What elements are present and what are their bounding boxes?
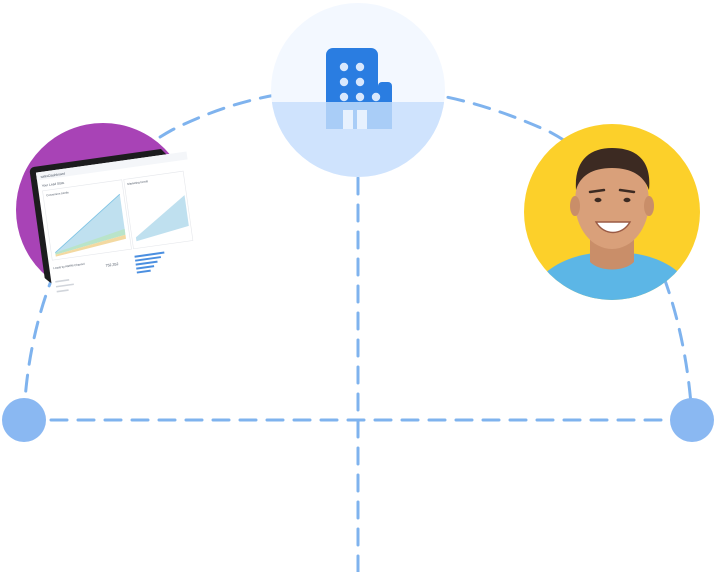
- dashboard-laptop: salesDashboard Your Lead Stats Conversio…: [29, 144, 206, 312]
- dashboard-node: salesDashboard Your Lead Stats Conversio…: [16, 123, 206, 312]
- dashboard-brand: salesDashboard: [40, 172, 65, 179]
- dashboard-leads-title: Leads by KBRM Channel: [53, 262, 85, 270]
- left-node: [2, 398, 46, 442]
- dashboard-leads-value: 752,352: [105, 262, 118, 268]
- right-node: [670, 398, 714, 442]
- side-chart-area: [135, 195, 189, 242]
- chart-area-green: [55, 228, 126, 255]
- person-node: [524, 124, 700, 300]
- dashboard-chart-title: Conversion trends: [46, 190, 70, 197]
- smiling-person-photo: [524, 148, 700, 300]
- chart-area-blue: [55, 194, 126, 253]
- office-building-icon: [326, 48, 392, 129]
- chart-area-yellow: [55, 234, 127, 257]
- dashboard-title: Your Lead Stats: [42, 181, 65, 188]
- dashboard-side-title: Marketing trends: [127, 179, 149, 186]
- dashboard-bar-list: [134, 251, 165, 274]
- company-node: [271, 3, 445, 177]
